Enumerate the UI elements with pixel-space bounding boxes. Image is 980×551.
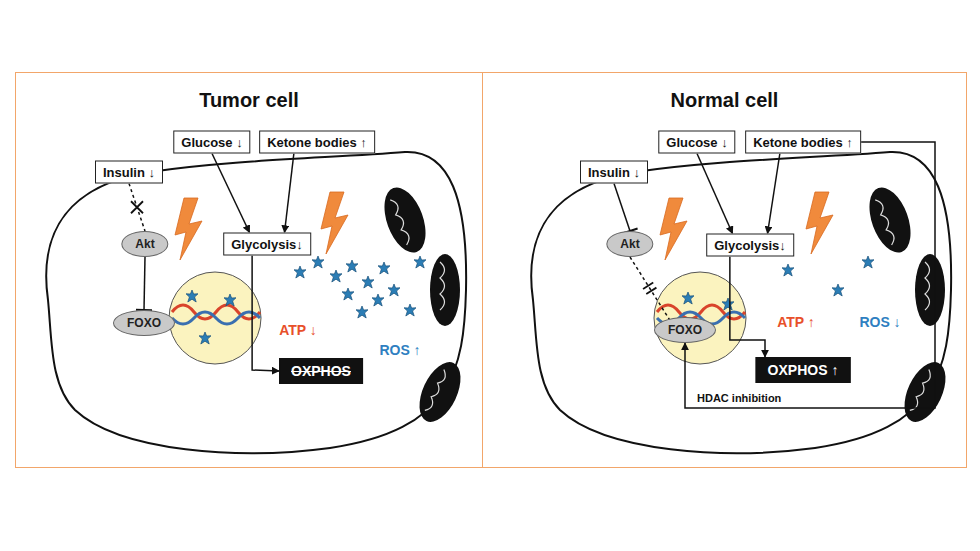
node-text: FOXO (127, 316, 161, 330)
protein-oval: FOXO (113, 310, 175, 336)
node-text: Akt (135, 237, 154, 251)
input-box: Ketone bodies ↑ (745, 131, 861, 154)
node-text: Ketone bodies ↑ (267, 135, 367, 150)
connector (129, 184, 145, 232)
node-text: Insulin ↓ (103, 165, 155, 180)
oxphos-box: OXPHOS ↑ (756, 357, 851, 383)
protein-oval: Akt (121, 231, 168, 257)
input-box: Insulin ↓ (580, 161, 648, 184)
connector (252, 256, 279, 372)
node-text: Glycolysis↓ (231, 237, 303, 252)
atp-label: ATP ↑ (775, 314, 817, 330)
ros-stars-tumor (186, 256, 426, 344)
normal-cell-panel: Normal cellInsulin ↓ Glucose ↓ Ketone bodi… (483, 72, 967, 468)
process-box: Glycolysis↓ (223, 233, 311, 256)
node-text: Glycolysis↓ (714, 238, 786, 253)
node-text: OXPHOS (291, 363, 351, 379)
connector (144, 257, 145, 310)
edge-symbols (131, 201, 656, 310)
ros-label: ROS ↑ (377, 342, 422, 358)
node-text: FOXO (668, 323, 702, 337)
node-text: Glucose ↓ (666, 135, 727, 150)
break-mark (643, 283, 653, 289)
input-box: Glucose ↓ (173, 131, 250, 154)
input-box: Glucose ↓ (658, 131, 735, 154)
connector (685, 142, 935, 408)
node-text: Ketone bodies ↑ (753, 135, 853, 150)
edge-label: HDAC inhibition (695, 392, 783, 404)
input-box: Ketone bodies ↑ (259, 131, 375, 154)
connector (212, 154, 249, 233)
break-mark (646, 288, 656, 294)
protein-oval: Akt (606, 231, 653, 257)
tumor-cell-panel: Tumor cellInsulin ↓ Glucose ↓ Ketone bodie… (15, 72, 483, 468)
oxphos-box: OXPHOS (279, 358, 363, 384)
ros-label: ROS ↓ (857, 314, 902, 330)
panel-title: Tumor cell (16, 89, 482, 112)
connector (768, 154, 780, 234)
atp-label: ATP ↓ (277, 322, 319, 338)
panel-title: Normal cell (483, 89, 966, 112)
node-text: Glucose ↓ (181, 135, 242, 150)
connector (730, 257, 765, 358)
tumor-cell-illustration (46, 152, 469, 453)
ros-stars-normal (682, 256, 874, 310)
connector (285, 154, 294, 233)
node-text: Insulin ↓ (588, 165, 640, 180)
connector (697, 154, 732, 234)
node-text: OXPHOS ↑ (768, 362, 839, 378)
connector (614, 184, 630, 232)
protein-oval: FOXO (654, 317, 716, 343)
node-text: Akt (620, 237, 639, 251)
process-box: Glycolysis↓ (706, 234, 794, 257)
connector (630, 257, 669, 320)
input-box: Insulin ↓ (95, 161, 163, 184)
